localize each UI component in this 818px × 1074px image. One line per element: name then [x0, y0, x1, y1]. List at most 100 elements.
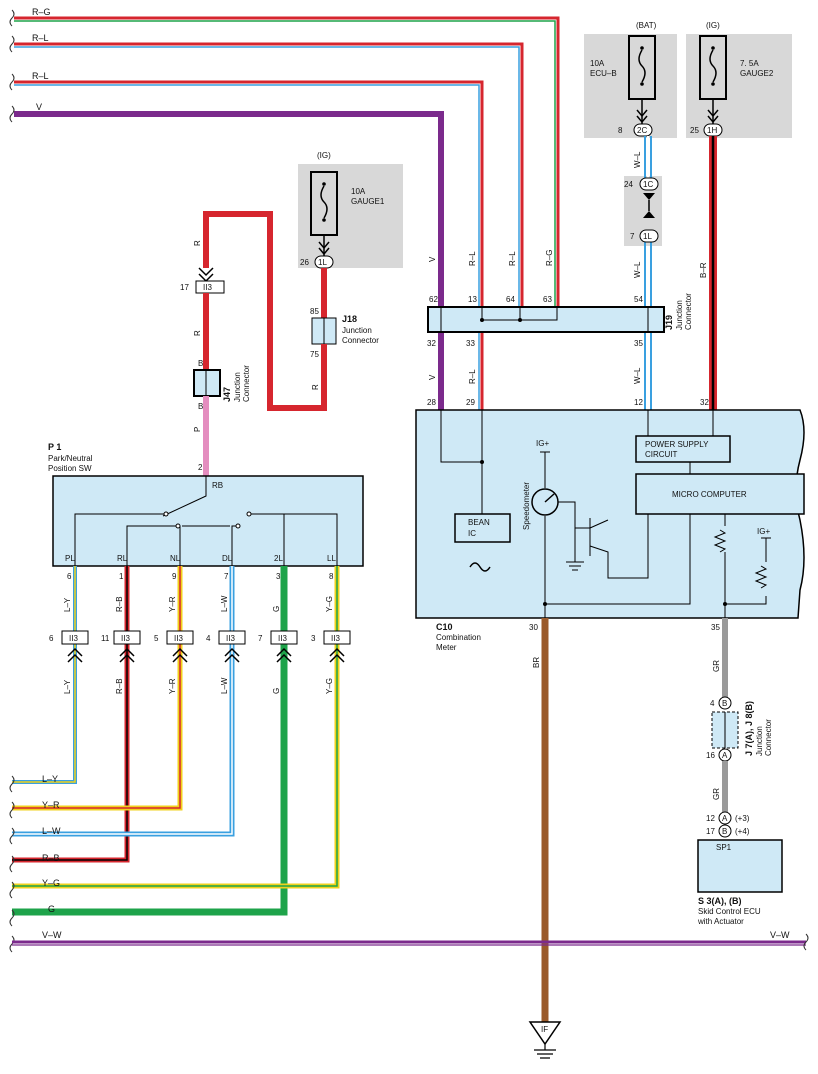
j18-pin-bottom: 75 [310, 350, 319, 359]
j19-pin-54: 54 [634, 295, 643, 304]
j7j8-pin-bottom-no: 16 [706, 751, 715, 760]
bus-label-l-w: L–W [42, 826, 61, 836]
p1-wire-label-bottom-0: L–Y [63, 679, 72, 694]
wire-w-l [644, 136, 652, 410]
skid-desc-2: with Actuator [697, 917, 744, 926]
p1-wire-label-top-3: L–W [220, 595, 229, 612]
j18-id: J18 [342, 314, 357, 324]
p1-ii3-arrow-1 [119, 647, 135, 663]
p1-wire-2-0 [12, 566, 183, 811]
j19-id: J19 [664, 315, 674, 330]
j47-pin-bottom: B [198, 402, 203, 411]
p1-pin-3: 7 [224, 572, 229, 581]
p1-pin-2: 9 [172, 572, 177, 581]
wire-label-br-top: B–R [699, 262, 708, 278]
label-r-l-1: R–L [32, 33, 49, 43]
p1-rb-label: RB [212, 481, 223, 490]
wavy-ends-top [9, 9, 15, 123]
label-r-g: R–G [32, 7, 51, 17]
bus-label-l-y: L–Y [42, 774, 58, 784]
pin-2c-no: 8 [618, 126, 623, 135]
j7j8-pin-top: B [722, 699, 727, 708]
resistor-2-icon [754, 565, 768, 589]
p1-ii3-label-0: II3 [69, 634, 78, 643]
j7j8-desc-1: Junction [755, 726, 764, 756]
p1-ii3-pin-3: 4 [206, 634, 211, 643]
p1-wire-1-1 [12, 566, 128, 861]
bus-v [14, 111, 444, 308]
p1-ii3-pin-4: 7 [258, 634, 263, 643]
bus-label-r-b: R–B [42, 853, 60, 863]
ig-source-label: (IG) [706, 21, 720, 30]
p1-desc-2: Position SW [48, 464, 92, 473]
ig-plus-1: IG+ [536, 439, 549, 448]
p1-ii3-label-1: II3 [121, 634, 130, 643]
ii3-top-pin: 17 [180, 283, 189, 292]
sp1-pin-b [718, 824, 732, 838]
j47-desc-1: Junction [233, 372, 242, 402]
p1-ii3-box-1 [113, 630, 141, 645]
p1-desc-1: Park/Neutral [48, 454, 93, 463]
ground-symbol-meter [566, 561, 584, 571]
p1-ii3-box-4 [270, 630, 298, 645]
sp1-label: SP1 [716, 843, 732, 852]
meter-pin-29: 29 [466, 398, 475, 407]
bus-label-y-g: Y–G [42, 878, 60, 888]
wire-label-wl-mid: W–L [633, 261, 642, 278]
bus-label-g: G [48, 904, 55, 914]
bus-v-w [12, 940, 806, 946]
meter-desc-1: Combination [436, 633, 481, 642]
skid-pin12: A [722, 814, 728, 823]
p1-pin-0: 6 [67, 572, 72, 581]
wire-label-v-top: V [428, 256, 437, 262]
p1-ii3-label-2: II3 [174, 634, 183, 643]
p1-position-1: RL [117, 554, 128, 563]
skid-control-ecu-box [697, 839, 783, 893]
j7j8-id: J 7(A), J 8(B) [744, 701, 754, 756]
p1-wire-2-1 [12, 566, 181, 809]
pin-1c-label: 1C [643, 180, 653, 189]
fuse-gauge2-name: GAUGE2 [740, 69, 774, 78]
pin-1l-jc-label: 1L [643, 232, 652, 241]
p1-ii3-box-2 [166, 630, 194, 645]
skid-pin12-tag: (+3) [735, 814, 750, 823]
p1-ii3-label-4: II3 [278, 634, 287, 643]
fuse-area-ecu-b [584, 34, 677, 138]
p1-wire-label-bottom-4: G [272, 688, 281, 694]
ground-label: IF [541, 1025, 548, 1034]
p1-top-pin: 2 [198, 463, 203, 472]
sp1-pin-a [718, 811, 732, 825]
p1-wire-label-top-4: G [272, 606, 281, 612]
ig-source-label-2: (IG) [317, 151, 331, 160]
p1-position-2: NL [170, 554, 181, 563]
j47-pin-top: B [198, 359, 203, 368]
bus-label-y-r: Y–R [42, 800, 60, 810]
p1-wire-label-bottom-5: Y–G [325, 678, 334, 694]
bus-r-l-1 [14, 42, 524, 308]
pin-2c-label: 2C [637, 126, 647, 135]
skid-pin17-no: 17 [706, 827, 715, 836]
p1-position-4: 2L [274, 554, 283, 563]
p1-id: P 1 [48, 442, 61, 452]
wire-label-rl-top-1: R–L [468, 251, 477, 266]
bus-label-v-w-left: V–W [42, 930, 62, 940]
p1-wire-label-top-2: Y–R [168, 596, 177, 612]
p1-ii3-arrow-0 [67, 647, 83, 663]
wire-r-loop [203, 211, 327, 411]
wavy-ends-bottom [9, 775, 15, 953]
p1-ii3-box-3 [218, 630, 246, 645]
p1-position-0: PL [65, 554, 75, 563]
fuse-area-gauge1 [298, 164, 403, 268]
skid-desc-1: Skid Control ECU [698, 907, 761, 916]
j19-pin-33: 33 [466, 339, 475, 348]
fuse-area-gauge2 [686, 34, 792, 138]
skid-pin17: B [722, 827, 727, 836]
j47-id: J47 [222, 387, 232, 402]
fuse-gauge1-name: GAUGE1 [351, 197, 385, 206]
j19-desc-2: Connector [684, 293, 693, 330]
bean-label-2: IC [468, 529, 476, 538]
meter-pin-35: 35 [711, 623, 720, 632]
p1-wire-label-bottom-1: R–B [115, 678, 124, 694]
p1-position-3: DL [222, 554, 233, 563]
